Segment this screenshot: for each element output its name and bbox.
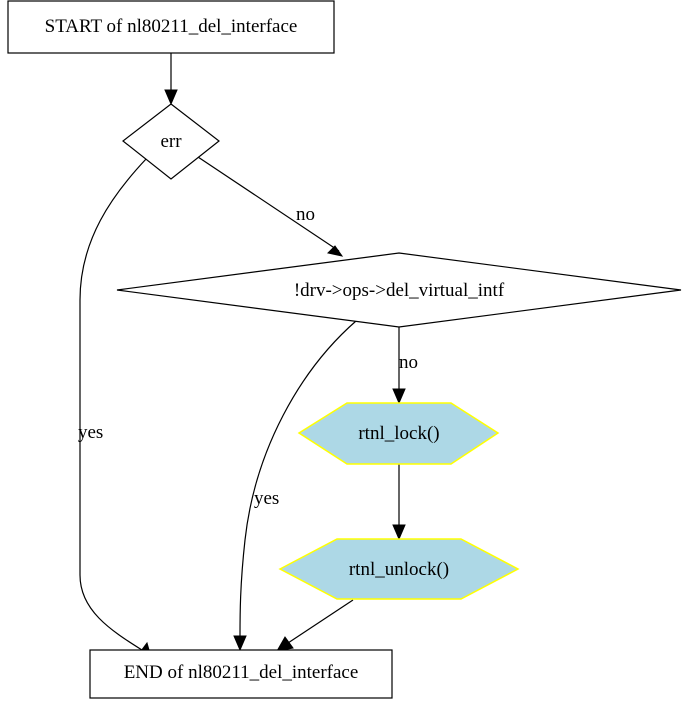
edge-drv-check-to-rtnl-lock: no bbox=[392, 327, 418, 405]
node-err: err bbox=[122, 103, 220, 180]
node-rtnl-unlock: rtnl_unlock() bbox=[278, 538, 520, 600]
edge-rtnl-lock-to-rtnl-unlock bbox=[392, 464, 406, 541]
node-rtnl-lock-label: rtnl_lock() bbox=[358, 423, 439, 444]
edge-drv-check-to-end: yes bbox=[233, 320, 357, 652]
edge-start-to-err bbox=[164, 53, 178, 106]
edge-label-yes-drv: yes bbox=[254, 488, 279, 509]
node-drv-check: !drv->ops->del_virtual_intf bbox=[116, 252, 682, 328]
edge-err-to-end: yes bbox=[78, 157, 152, 658]
edge-label-no-drv: no bbox=[399, 352, 418, 373]
edge-err-to-drv-check: no bbox=[197, 156, 344, 257]
node-start-label: START of nl80211_del_interface bbox=[45, 16, 298, 37]
node-err-label: err bbox=[160, 131, 182, 152]
edge-rtnl-unlock-to-end bbox=[276, 599, 354, 652]
node-end: END of nl80211_del_interface bbox=[89, 649, 393, 699]
node-end-label: END of nl80211_del_interface bbox=[124, 662, 359, 683]
node-drv-check-label: !drv->ops->del_virtual_intf bbox=[294, 280, 505, 301]
edge-label-no-err: no bbox=[296, 204, 315, 225]
edge-label-yes-err: yes bbox=[78, 422, 103, 443]
node-start: START of nl80211_del_interface bbox=[7, 0, 335, 54]
node-rtnl-lock: rtnl_lock() bbox=[297, 402, 500, 465]
node-rtnl-unlock-label: rtnl_unlock() bbox=[349, 559, 449, 580]
